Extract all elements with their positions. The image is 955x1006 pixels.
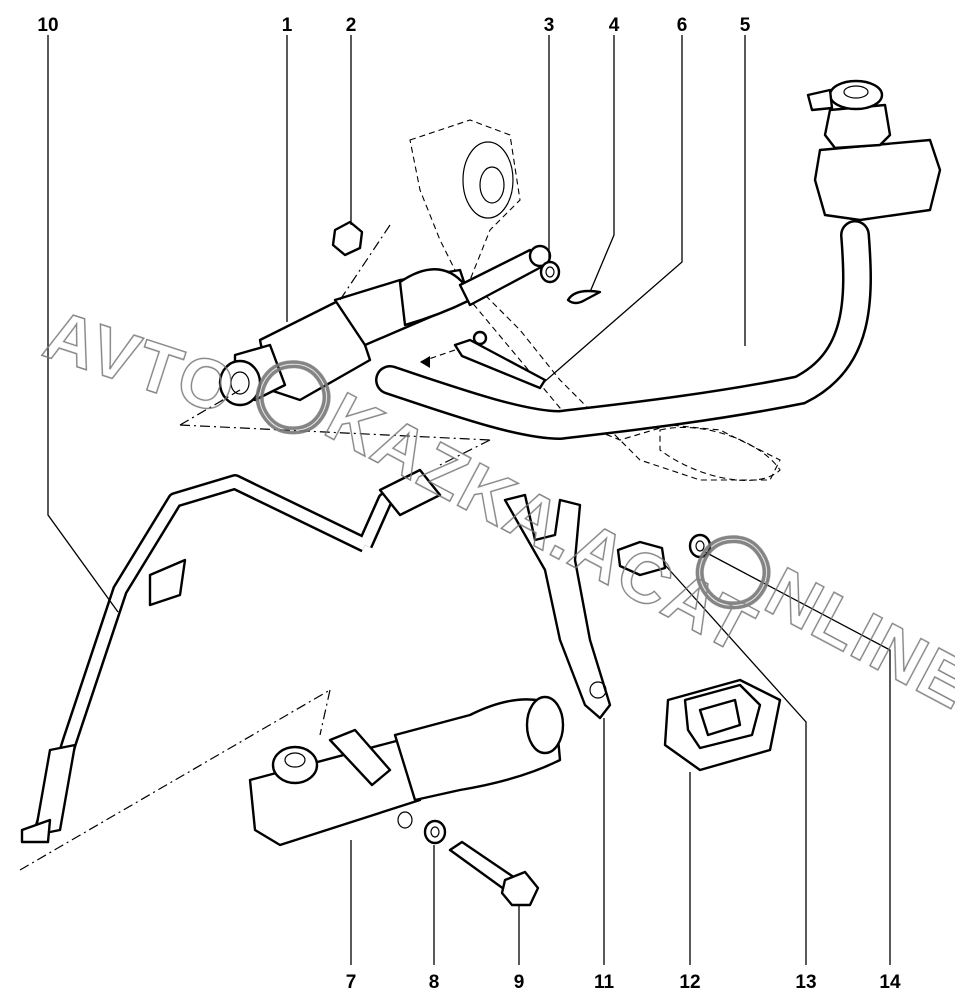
washer-lower [423, 819, 447, 845]
nut [331, 220, 364, 257]
callout-3: 3 [544, 15, 555, 36]
svg-text:◯KAZKA.ACAT: ◯KAZKA.ACAT [241, 339, 769, 671]
callout-9: 9 [514, 972, 525, 993]
slave-cylinder [248, 695, 565, 847]
pedal-bracket-outline [409, 119, 781, 481]
callout-13: 13 [795, 972, 816, 993]
callout-2: 2 [346, 15, 357, 36]
fluid-hose [375, 220, 872, 441]
callouts-bottom: 7 8 9 11 12 13 14 [346, 972, 901, 993]
callouts-top: 10 1 2 3 4 6 5 [37, 15, 750, 36]
callout-12: 12 [679, 972, 700, 993]
master-cylinder [179, 224, 552, 466]
callout-14: 14 [879, 972, 901, 993]
bleed-fitting [616, 540, 667, 577]
callout-8: 8 [429, 972, 440, 993]
clevis-pin [419, 330, 547, 390]
cotter-pin [566, 289, 602, 305]
sealing-washer [688, 533, 712, 559]
svg-text:AVTO: AVTO [35, 295, 246, 430]
release-fork [503, 493, 612, 720]
rubber-boot [663, 678, 782, 772]
callout-5: 5 [740, 15, 751, 36]
callout-11: 11 [594, 972, 615, 993]
bolt [448, 840, 540, 907]
washer [539, 260, 561, 284]
callout-10: 10 [37, 15, 58, 36]
fluid-reservoir [806, 79, 942, 222]
callout-7: 7 [346, 972, 357, 993]
hydraulic-pipe [19, 468, 442, 871]
leader-lines [47, 35, 891, 965]
callout-4: 4 [609, 15, 620, 36]
callout-6: 6 [677, 15, 688, 36]
callout-1: 1 [282, 15, 293, 36]
